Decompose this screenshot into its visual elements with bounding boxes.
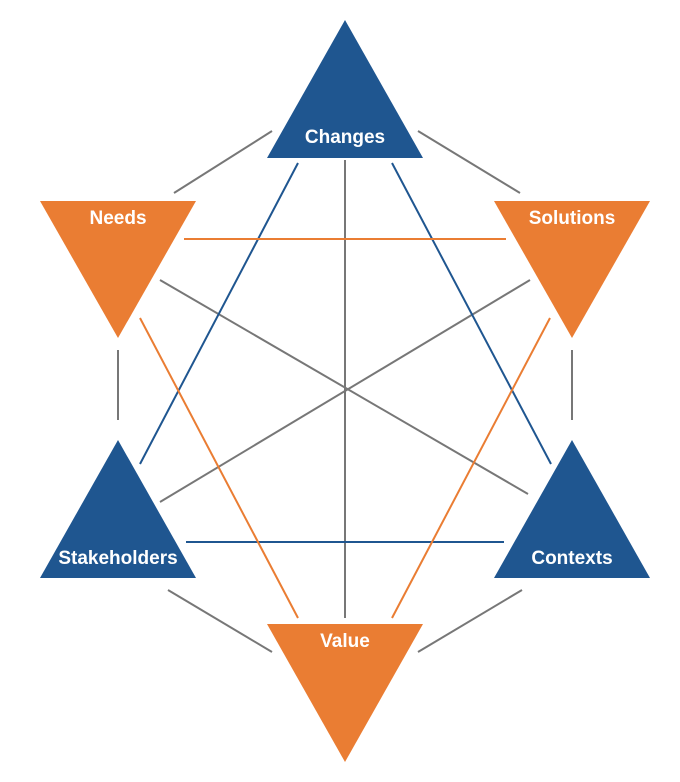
edge-changes-needs	[173, 130, 273, 194]
node-value: Value	[267, 624, 423, 762]
orange-line-needs-value	[139, 317, 299, 619]
contexts-label: Contexts	[531, 548, 612, 569]
stakeholders-triangle	[40, 440, 196, 578]
changes-triangle	[267, 20, 423, 158]
orange-line-solutions-value	[391, 317, 551, 619]
node-contexts: Contexts	[494, 440, 650, 578]
changes-label: Changes	[305, 127, 385, 148]
diagonal-needs-contexts	[159, 279, 529, 495]
node-solutions: Solutions	[494, 201, 650, 338]
solutions-triangle	[494, 201, 650, 338]
edge-stakeholders-value	[167, 589, 273, 653]
needs-triangle	[40, 201, 196, 338]
blue-line-changes-contexts	[391, 162, 552, 465]
blue-line-changes-stakeholders	[139, 162, 299, 465]
node-stakeholders: Stakeholders	[40, 440, 196, 578]
outer-hexagon-lines	[117, 130, 573, 653]
blue-triangle-lines	[139, 162, 552, 543]
edge-changes-solutions	[417, 130, 521, 194]
needs-label: Needs	[89, 208, 146, 229]
diagonal-solutions-stakeholders	[159, 279, 531, 503]
value-triangle	[267, 624, 423, 762]
solutions-label: Solutions	[529, 208, 616, 229]
node-needs: Needs	[40, 201, 196, 338]
node-changes: Changes	[267, 20, 423, 158]
center-diagonals	[159, 160, 531, 618]
contexts-triangle	[494, 440, 650, 578]
edge-contexts-value	[417, 589, 523, 653]
value-label: Value	[320, 631, 370, 652]
orange-triangle-lines	[139, 238, 551, 619]
stakeholders-label: Stakeholders	[58, 548, 177, 569]
